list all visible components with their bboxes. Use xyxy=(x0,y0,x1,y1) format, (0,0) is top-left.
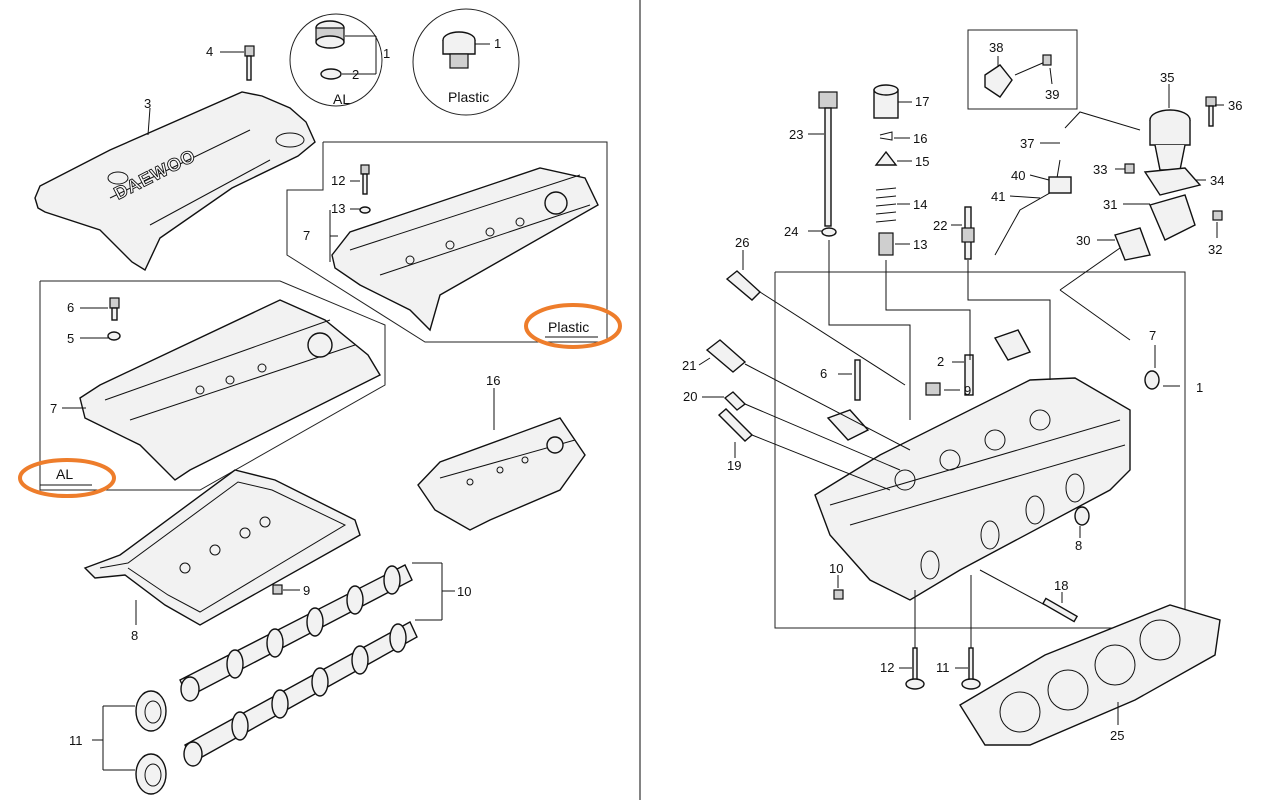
cover-plate-box xyxy=(967,29,1078,110)
callout-22: 22 xyxy=(933,218,947,233)
al-cap-detail: 1 2 AL xyxy=(289,13,390,107)
callout-41: 41 xyxy=(991,189,1005,204)
bolt-4 xyxy=(244,45,255,81)
callout-34: 34 xyxy=(1210,173,1224,188)
plastic-cover-box: 12 13 7 Plastic xyxy=(286,141,622,349)
callout-4: 4 xyxy=(206,44,213,59)
egr-valve xyxy=(994,96,1223,261)
callout-16-right: 16 xyxy=(913,131,927,146)
callout-6-right: 6 xyxy=(820,366,827,381)
left-panel: 4 DAEWOO 3 1 2 AL xyxy=(18,8,622,795)
callout-18: 18 xyxy=(1054,578,1068,593)
head-bolt-23 xyxy=(818,91,838,237)
callout-17: 17 xyxy=(915,94,929,109)
callout-1: 1 xyxy=(1196,380,1203,395)
callout-23: 23 xyxy=(789,127,803,142)
callout-20: 20 xyxy=(683,389,697,404)
callout-14: 14 xyxy=(913,197,927,212)
callout-13-right: 13 xyxy=(913,237,927,252)
callout-36: 36 xyxy=(1228,98,1242,113)
callout-25: 25 xyxy=(1110,728,1124,743)
callout-12: 12 xyxy=(331,173,345,188)
al-cover-box: 6 5 7 AL xyxy=(18,280,386,498)
callout-9: 9 xyxy=(303,583,310,598)
callout-39: 39 xyxy=(1045,87,1059,102)
al-highlight xyxy=(18,458,116,498)
right-panel: 38 39 23 24 17 16 15 14 13 xyxy=(682,29,1242,746)
callout-16: 16 xyxy=(486,373,500,388)
callout-33: 33 xyxy=(1093,162,1107,177)
assembly-guides xyxy=(744,240,1131,648)
callout-24: 24 xyxy=(784,224,798,239)
callout-7b: 7 xyxy=(50,401,57,416)
callout-11-right: 11 xyxy=(936,660,950,675)
callout-21: 21 xyxy=(682,358,696,373)
plastic-circle-label: Plastic xyxy=(448,89,489,105)
callout-2-right: 2 xyxy=(937,354,944,369)
callout-10-right: 10 xyxy=(829,561,843,576)
oil-seals-11: 11 xyxy=(69,690,167,795)
callout-30: 30 xyxy=(1076,233,1090,248)
callout-9-right: 9 xyxy=(964,383,971,398)
valve-stack xyxy=(873,84,899,256)
plastic-box-label: Plastic xyxy=(548,319,589,335)
callout-12-right: 12 xyxy=(880,660,894,675)
callout-13: 13 xyxy=(331,201,345,216)
callout-8: 8 xyxy=(131,628,138,643)
camshafts-10: 10 xyxy=(179,562,471,767)
plastic-highlight xyxy=(524,303,622,349)
gasket-8: 8 xyxy=(83,469,361,643)
plastic-cap-detail: 1 Plastic xyxy=(412,8,520,116)
callout-2: 2 xyxy=(352,67,359,82)
cylinder-head-1 xyxy=(814,329,1160,623)
callout-31: 31 xyxy=(1103,197,1117,212)
valve-cover-16: 16 xyxy=(417,373,586,531)
callout-1a: 1 xyxy=(383,46,390,61)
callout-1b: 1 xyxy=(494,36,501,51)
callout-6: 6 xyxy=(67,300,74,315)
callout-40: 40 xyxy=(1011,168,1025,183)
callout-8-right: 8 xyxy=(1075,538,1082,553)
callout-5: 5 xyxy=(67,331,74,346)
callout-32: 32 xyxy=(1208,242,1222,257)
al-box-label: AL xyxy=(56,466,73,482)
callout-11: 11 xyxy=(69,733,83,748)
callout-26: 26 xyxy=(735,235,749,250)
callout-10: 10 xyxy=(457,584,471,599)
callout-15: 15 xyxy=(915,154,929,169)
al-circle-label: AL xyxy=(333,91,350,107)
callout-19: 19 xyxy=(727,458,741,473)
callout-3: 3 xyxy=(144,96,151,111)
callout-35: 35 xyxy=(1160,70,1174,85)
head-gasket-25 xyxy=(959,604,1221,746)
callout-38: 38 xyxy=(989,40,1003,55)
callout-7: 7 xyxy=(1149,328,1156,343)
callout-7a: 7 xyxy=(303,228,310,243)
callout-37: 37 xyxy=(1020,136,1034,151)
engine-cover-3: DAEWOO xyxy=(34,91,316,272)
